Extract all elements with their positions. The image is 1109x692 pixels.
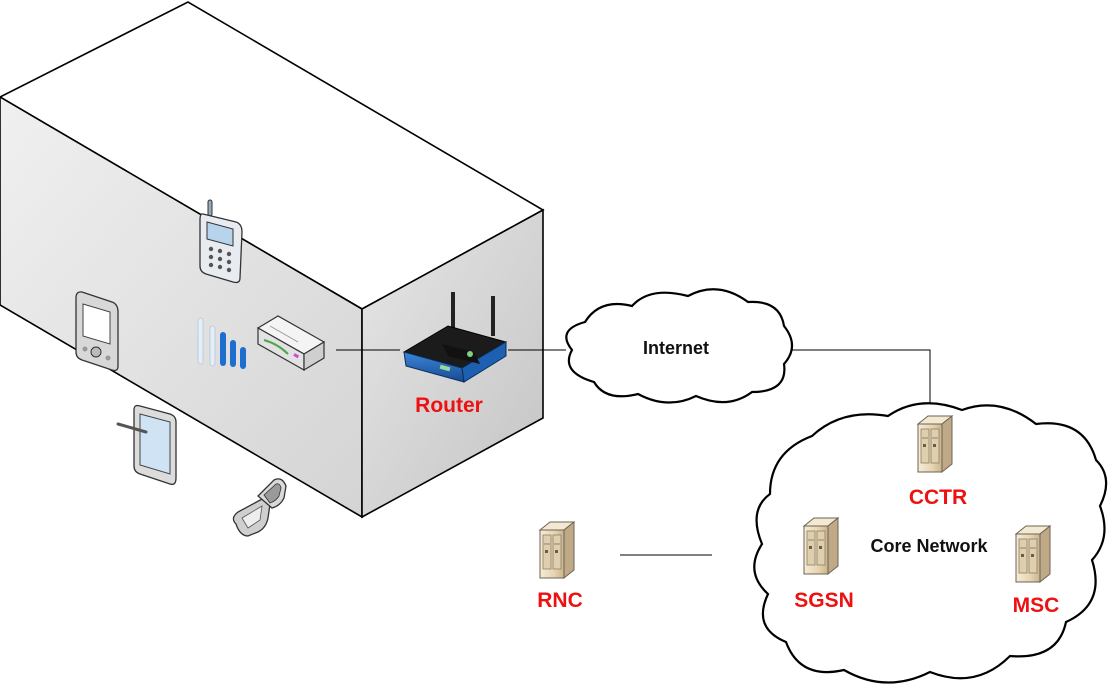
cctr-server-icon <box>917 415 953 473</box>
flip-phone-icon <box>232 478 287 537</box>
building <box>0 1 545 519</box>
wireless-router-icon <box>402 292 508 383</box>
core-network-cloud-icon <box>753 402 1108 684</box>
mobile-phone-icon <box>199 199 243 284</box>
signal-strength-icon <box>197 317 246 369</box>
femtocell-icon <box>256 315 326 372</box>
internet-label: Internet <box>642 338 710 358</box>
internet-core-link <box>792 349 931 408</box>
cctr-label: CCTR <box>908 486 968 509</box>
msc-server-icon <box>1015 525 1051 583</box>
router-label: Router <box>415 394 483 417</box>
pda-icon <box>75 291 119 372</box>
rnc-server-icon <box>539 521 575 579</box>
core-network-label: Core Network <box>870 536 988 556</box>
sgsn-label: SGSN <box>794 589 854 612</box>
tablet-icon <box>116 404 177 486</box>
rnc-label: RNC <box>537 589 583 612</box>
internet-cloud-icon <box>565 288 794 404</box>
msc-label: MSC <box>1012 594 1060 617</box>
sgsn-server-icon <box>803 517 839 575</box>
